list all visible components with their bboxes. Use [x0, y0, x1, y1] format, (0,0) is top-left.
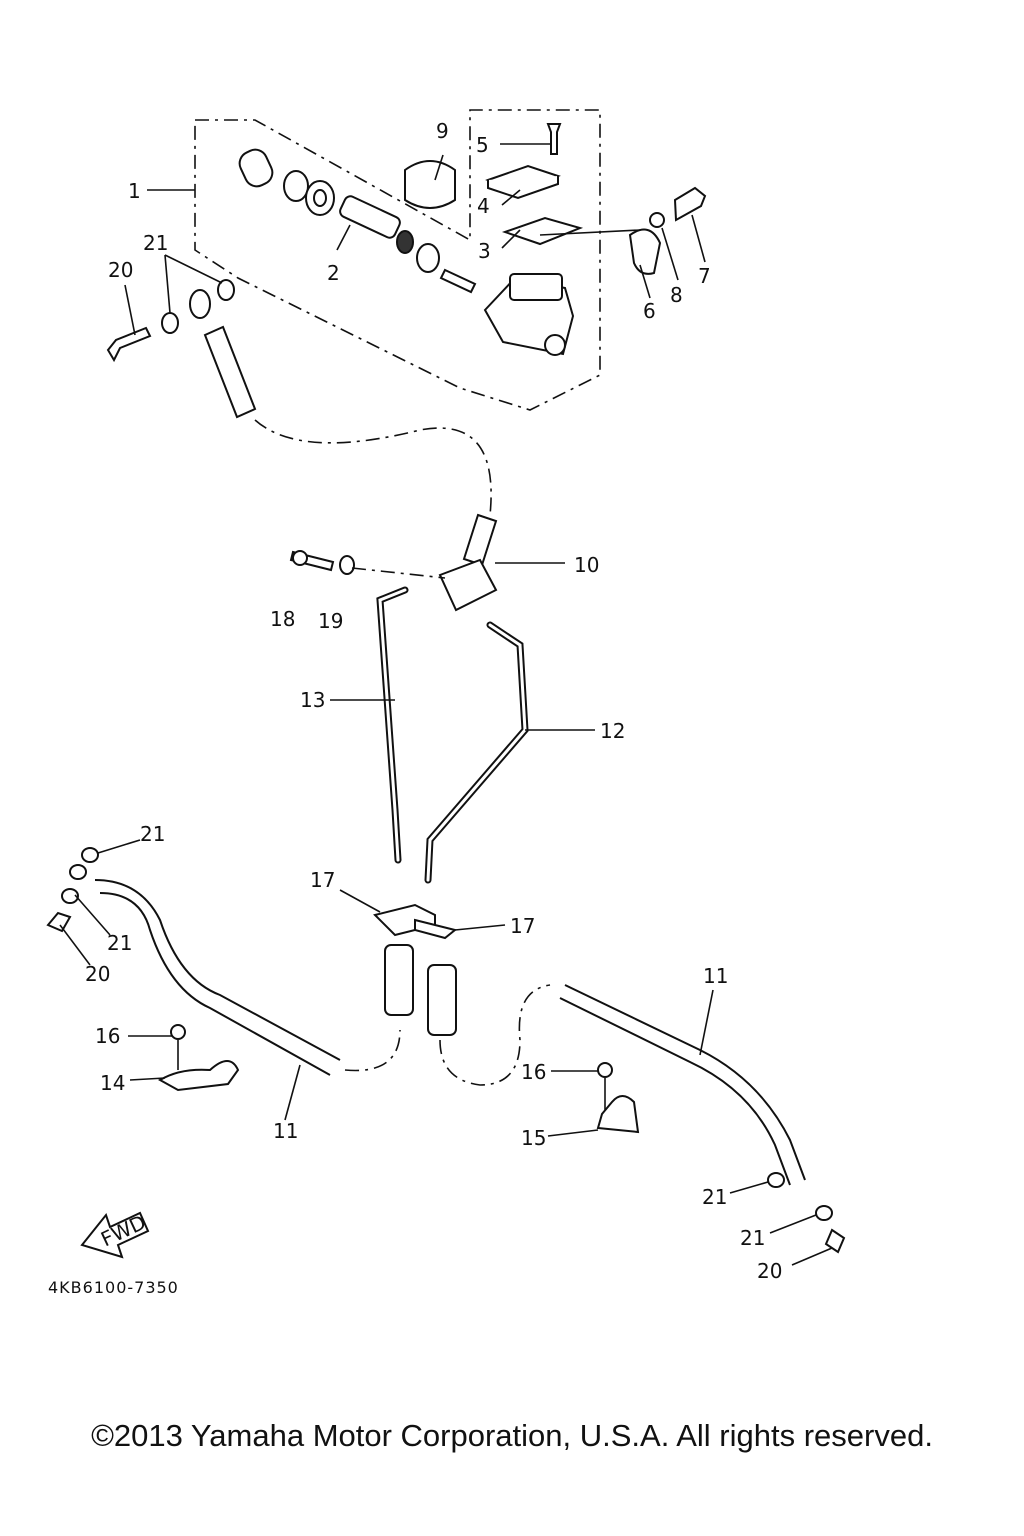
callout-17-left: 17 — [310, 868, 335, 892]
callout-9: 9 — [436, 119, 449, 143]
hose-path-upper — [254, 419, 492, 516]
callout-14: 14 — [100, 1071, 125, 1095]
callout-11-left: 11 — [273, 1119, 298, 1143]
callout-4: 4 — [477, 194, 490, 218]
hose-brackets — [128, 1024, 640, 1137]
callout-7: 7 — [698, 264, 711, 288]
callout-19: 19 — [318, 609, 343, 633]
callout-21-top: 21 — [143, 231, 168, 255]
callout-20-right: 20 — [757, 1259, 782, 1283]
callout-18: 18 — [270, 607, 295, 631]
copyright-notice: ©2013 Yamaha Motor Corporation, U.S.A. A… — [91, 1418, 933, 1453]
callout-21-right-b: 21 — [740, 1226, 765, 1250]
callout-21-left-b: 21 — [107, 931, 132, 955]
callout-3: 3 — [478, 239, 491, 263]
brake-pipes — [330, 586, 595, 884]
callout-17-right: 17 — [510, 914, 535, 938]
brake-joint — [289, 513, 565, 612]
callout-11-right: 11 — [703, 964, 728, 988]
callout-12: 12 — [600, 719, 625, 743]
callout-16-right: 16 — [521, 1060, 546, 1084]
brake-hoses-lower — [94, 879, 806, 1186]
callout-labels: 1 2 3 4 5 6 7 8 9 10 11 11 12 13 14 15 1… — [85, 119, 782, 1283]
callout-20-left: 20 — [85, 962, 110, 986]
callout-13: 13 — [300, 688, 325, 712]
callout-15: 15 — [521, 1126, 546, 1150]
callout-10: 10 — [574, 553, 599, 577]
callout-6: 6 — [643, 299, 656, 323]
catalog-code: 4KB6100-7350 — [48, 1278, 179, 1297]
fwd-arrow-icon: FWD — [80, 1210, 149, 1259]
callout-1: 1 — [128, 179, 141, 203]
lower-fittings — [46, 839, 846, 1266]
callout-8: 8 — [670, 283, 683, 307]
callout-16-left: 16 — [95, 1024, 120, 1048]
callout-2: 2 — [327, 261, 340, 285]
callout-5: 5 — [476, 133, 489, 157]
hose-holder — [339, 889, 506, 1036]
callout-20-top: 20 — [108, 258, 133, 282]
callout-21-left-a: 21 — [140, 822, 165, 846]
master-cylinder-assembly — [106, 109, 707, 419]
callout-21-right-a: 21 — [702, 1185, 727, 1209]
